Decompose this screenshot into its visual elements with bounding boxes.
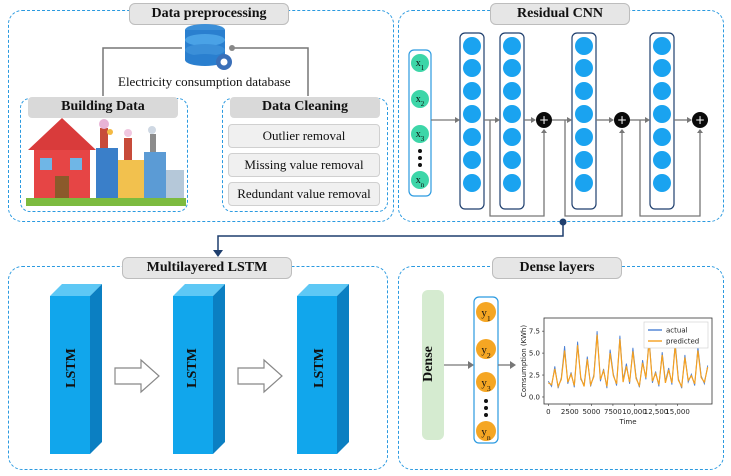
data-cleaning-title: Data Cleaning [230,97,380,118]
lstm-label-1: LSTM [63,348,79,388]
building-data-title: Building Data [28,97,178,118]
residual-cnn-title: Residual CNN [490,3,630,25]
dense-panel [398,266,724,470]
step-outlier-removal: Outlier removal [228,124,380,148]
dense-title: Dense layers [492,257,622,279]
lstm-title: Multilayered LSTM [122,257,292,279]
database-label: Electricity consumption database [118,74,291,89]
lstm-label-3: LSTM [311,348,327,388]
dense-block [422,290,444,440]
lstm-label-2: LSTM [184,348,200,388]
preprocessing-title: Data preprocessing [129,3,289,25]
residual-cnn-panel [398,10,724,222]
step-missing-value-removal: Missing value removal [228,153,380,177]
dense-label: Dense [420,346,436,382]
step-redundant-value-removal: Redundant value removal [228,182,380,206]
